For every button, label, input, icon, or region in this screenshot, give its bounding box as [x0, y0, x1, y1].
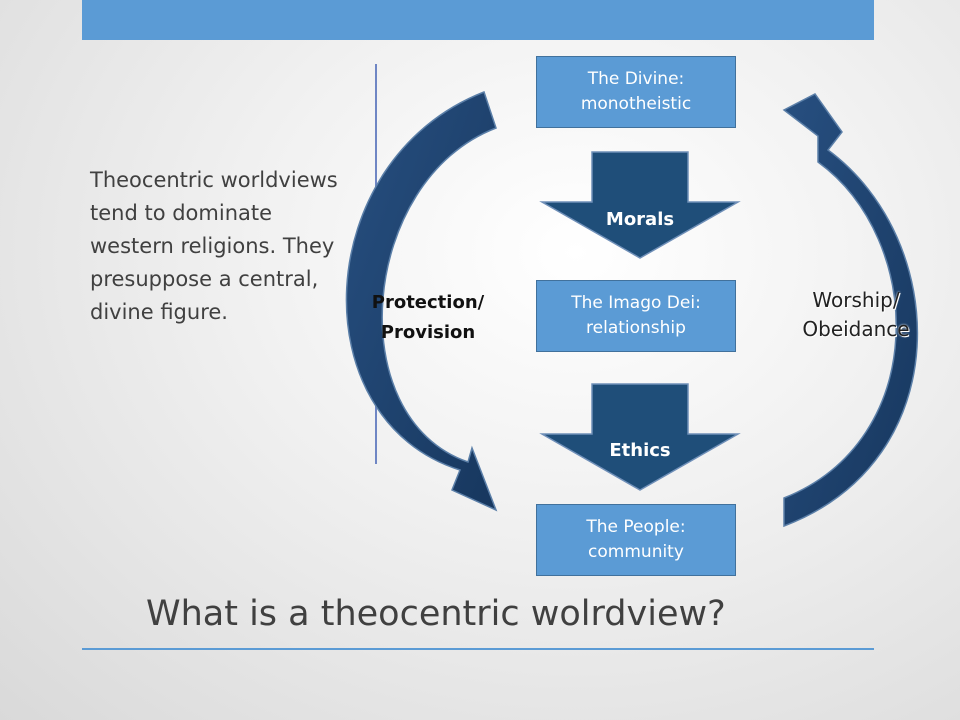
node-the-imago-dei: The Imago Dei: relationship — [536, 280, 736, 352]
worship-obeidance-label: Worship/ Obeidance — [802, 288, 910, 341]
morals-label: Morals — [605, 209, 675, 230]
slide-title: What is a theocentric wolrdview? — [146, 594, 726, 634]
protection-provision-label: Protection/ Provision — [371, 292, 485, 343]
node-the-imago-dei-label: The Imago Dei: relationship — [571, 293, 701, 338]
node-the-divine-label: The Divine: monotheistic — [580, 69, 692, 114]
body-text: Theocentric worldviews tend to dominate … — [90, 168, 338, 324]
left-curved-arrow — [345, 91, 498, 512]
ethics-label: Ethics — [609, 440, 671, 461]
title-underline — [82, 648, 874, 650]
node-the-people-label: The People: community — [586, 517, 686, 562]
node-the-people: The People: community — [536, 504, 736, 576]
down-arrow-morals — [539, 151, 741, 259]
down-arrow-ethics — [539, 383, 741, 491]
node-the-divine: The Divine: monotheistic — [536, 56, 736, 128]
right-curved-arrow — [782, 93, 919, 528]
top-accent-bar — [82, 0, 874, 40]
